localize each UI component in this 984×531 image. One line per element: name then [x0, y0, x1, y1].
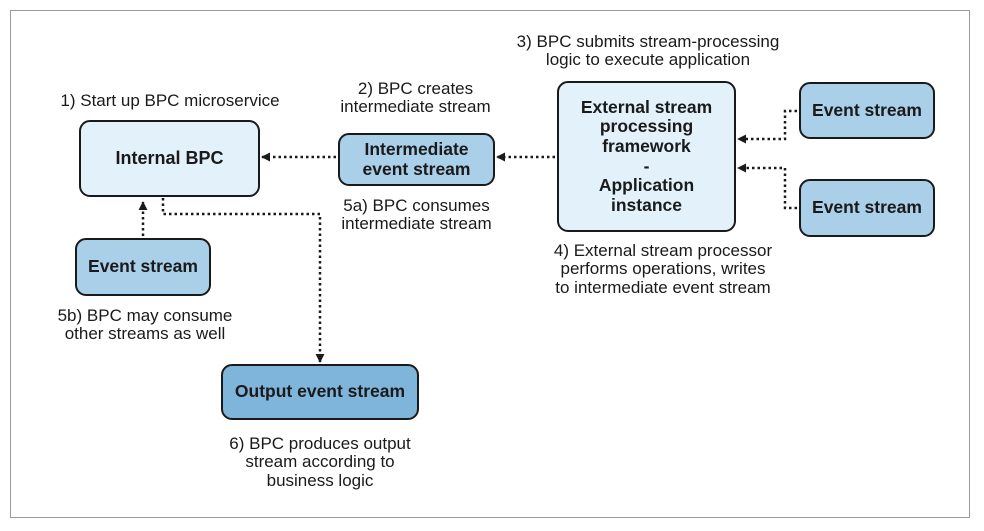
- diagram-frame: [10, 10, 970, 518]
- external-label-line2: processing: [599, 116, 694, 137]
- output-stream-label: Output event stream: [234, 381, 406, 402]
- intermediate-label-line2: event stream: [362, 158, 471, 179]
- intermediate-event-stream-box: Intermediate event stream: [338, 133, 495, 186]
- internal-bpc-label: Internal BPC: [115, 147, 224, 168]
- arrow-bottom-event-to-external: [737, 163, 797, 210]
- event-stream-box-bottom: Event stream: [799, 179, 935, 237]
- step2-label: 2) BPC creates intermediate stream: [340, 79, 491, 117]
- step6-label: 6) BPC produces output stream according …: [229, 434, 411, 490]
- intermediate-label-line1: Intermediate: [364, 139, 469, 160]
- external-label-line4: -: [643, 155, 650, 176]
- external-label-line6: instance: [611, 194, 682, 215]
- event-stream-box-left: Event stream: [75, 238, 211, 296]
- event-stream-top-label: Event stream: [812, 99, 922, 120]
- output-event-stream-box: Output event stream: [221, 364, 419, 420]
- step1-label: 1) Start up BPC microservice: [60, 91, 280, 110]
- step5a-label: 5a) BPC consumes intermediate stream: [341, 196, 492, 234]
- internal-bpc-box: Internal BPC: [79, 120, 260, 197]
- step5b-label: 5b) BPC may consume other streams as wel…: [57, 306, 233, 344]
- step3-label: 3) BPC submits stream-processing logic t…: [516, 32, 780, 70]
- event-stream-bottom-label: Event stream: [812, 197, 922, 218]
- arrow-bpc-to-output: [161, 198, 325, 363]
- external-label-line1: External stream: [580, 96, 713, 117]
- arrow-top-event-to-external: [737, 109, 797, 144]
- external-label-line3: framework: [602, 135, 691, 156]
- external-stream-framework-box: External stream processing framework - A…: [557, 81, 736, 232]
- event-stream-box-top: Event stream: [799, 82, 935, 139]
- step4-label: 4) External stream processor performs op…: [553, 241, 773, 297]
- event-stream-left-label: Event stream: [88, 256, 198, 277]
- external-label-line5: Application: [598, 175, 695, 196]
